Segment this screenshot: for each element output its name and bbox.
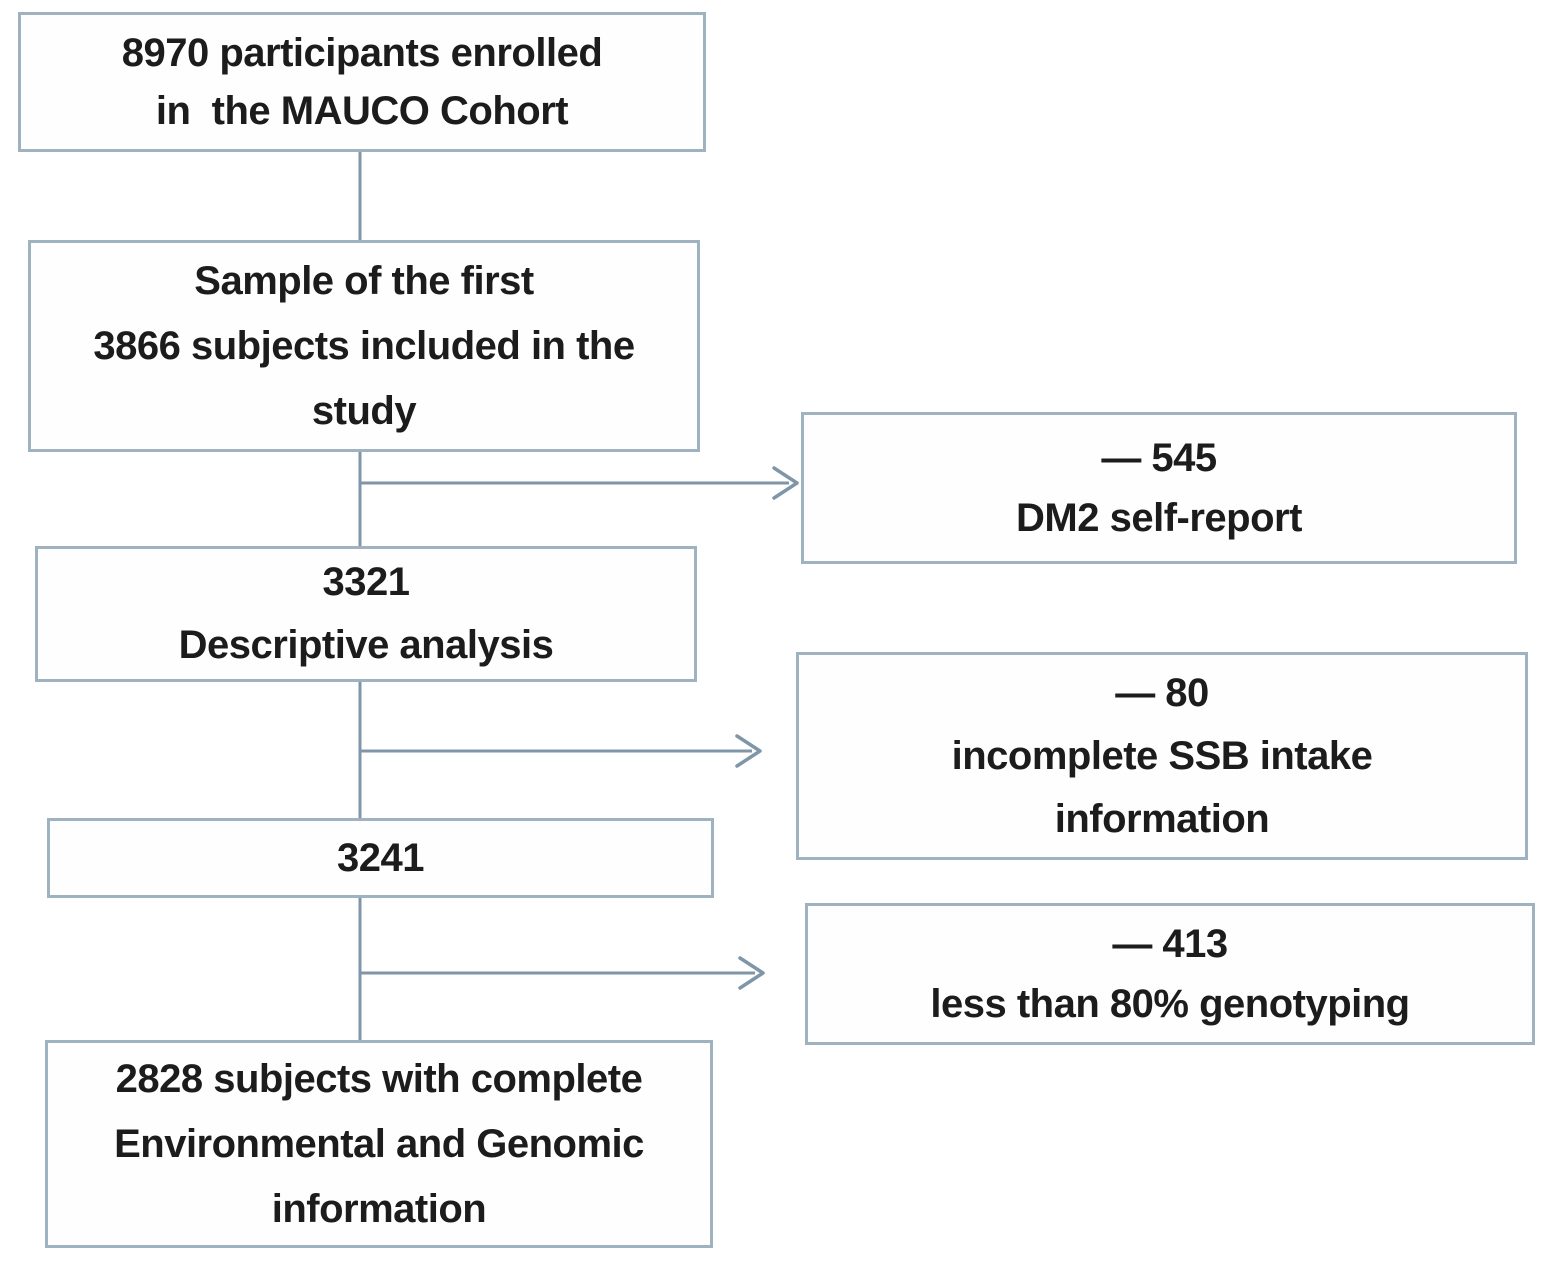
text-line: in the MAUCO Cohort bbox=[155, 89, 569, 133]
box-enrolled: 8970 participants enrolled in the MAUCO … bbox=[18, 12, 706, 152]
text-line: 2828 subjects with complete bbox=[115, 1056, 643, 1101]
text-line: information bbox=[271, 1186, 487, 1231]
text-line: — 545 bbox=[1101, 436, 1217, 480]
text-line: 8970 participants enrolled bbox=[121, 31, 603, 75]
genotyping-arrowhead-icon bbox=[738, 956, 765, 990]
dm2-arrowhead-icon bbox=[772, 466, 799, 500]
text-line: DM2 self-report bbox=[1016, 496, 1302, 540]
text-line: 3321 bbox=[322, 560, 410, 604]
text-line: Descriptive analysis bbox=[178, 623, 554, 667]
box-3241: 3241 bbox=[47, 818, 714, 898]
ssb-arrowhead-icon bbox=[735, 734, 762, 768]
text-line: 3241 bbox=[337, 836, 424, 880]
box-final: 2828 subjects with complete Environmenta… bbox=[45, 1040, 713, 1248]
text-line: information bbox=[1054, 796, 1270, 841]
text-line: incomplete SSB intake bbox=[951, 733, 1373, 778]
text-line: Sample of the first bbox=[194, 258, 534, 303]
box-excluded-genotyping: — 413 less than 80% genotyping bbox=[805, 903, 1535, 1045]
text-line: less than 80% genotyping bbox=[930, 982, 1410, 1026]
text-line: 3866 subjects included in the bbox=[93, 323, 635, 368]
box-sample: Sample of the first 3866 subjects includ… bbox=[28, 240, 700, 452]
text-line: study bbox=[311, 388, 417, 433]
box-excluded-ssb: — 80 incomplete SSB intake information bbox=[796, 652, 1528, 860]
text-line: — 413 bbox=[1112, 922, 1228, 966]
text-line: — 80 bbox=[1115, 670, 1209, 715]
text-line: Environmental and Genomic bbox=[114, 1121, 644, 1166]
box-descriptive-analysis: 3321 Descriptive analysis bbox=[35, 546, 697, 682]
box-excluded-dm2: — 545 DM2 self-report bbox=[801, 412, 1517, 564]
